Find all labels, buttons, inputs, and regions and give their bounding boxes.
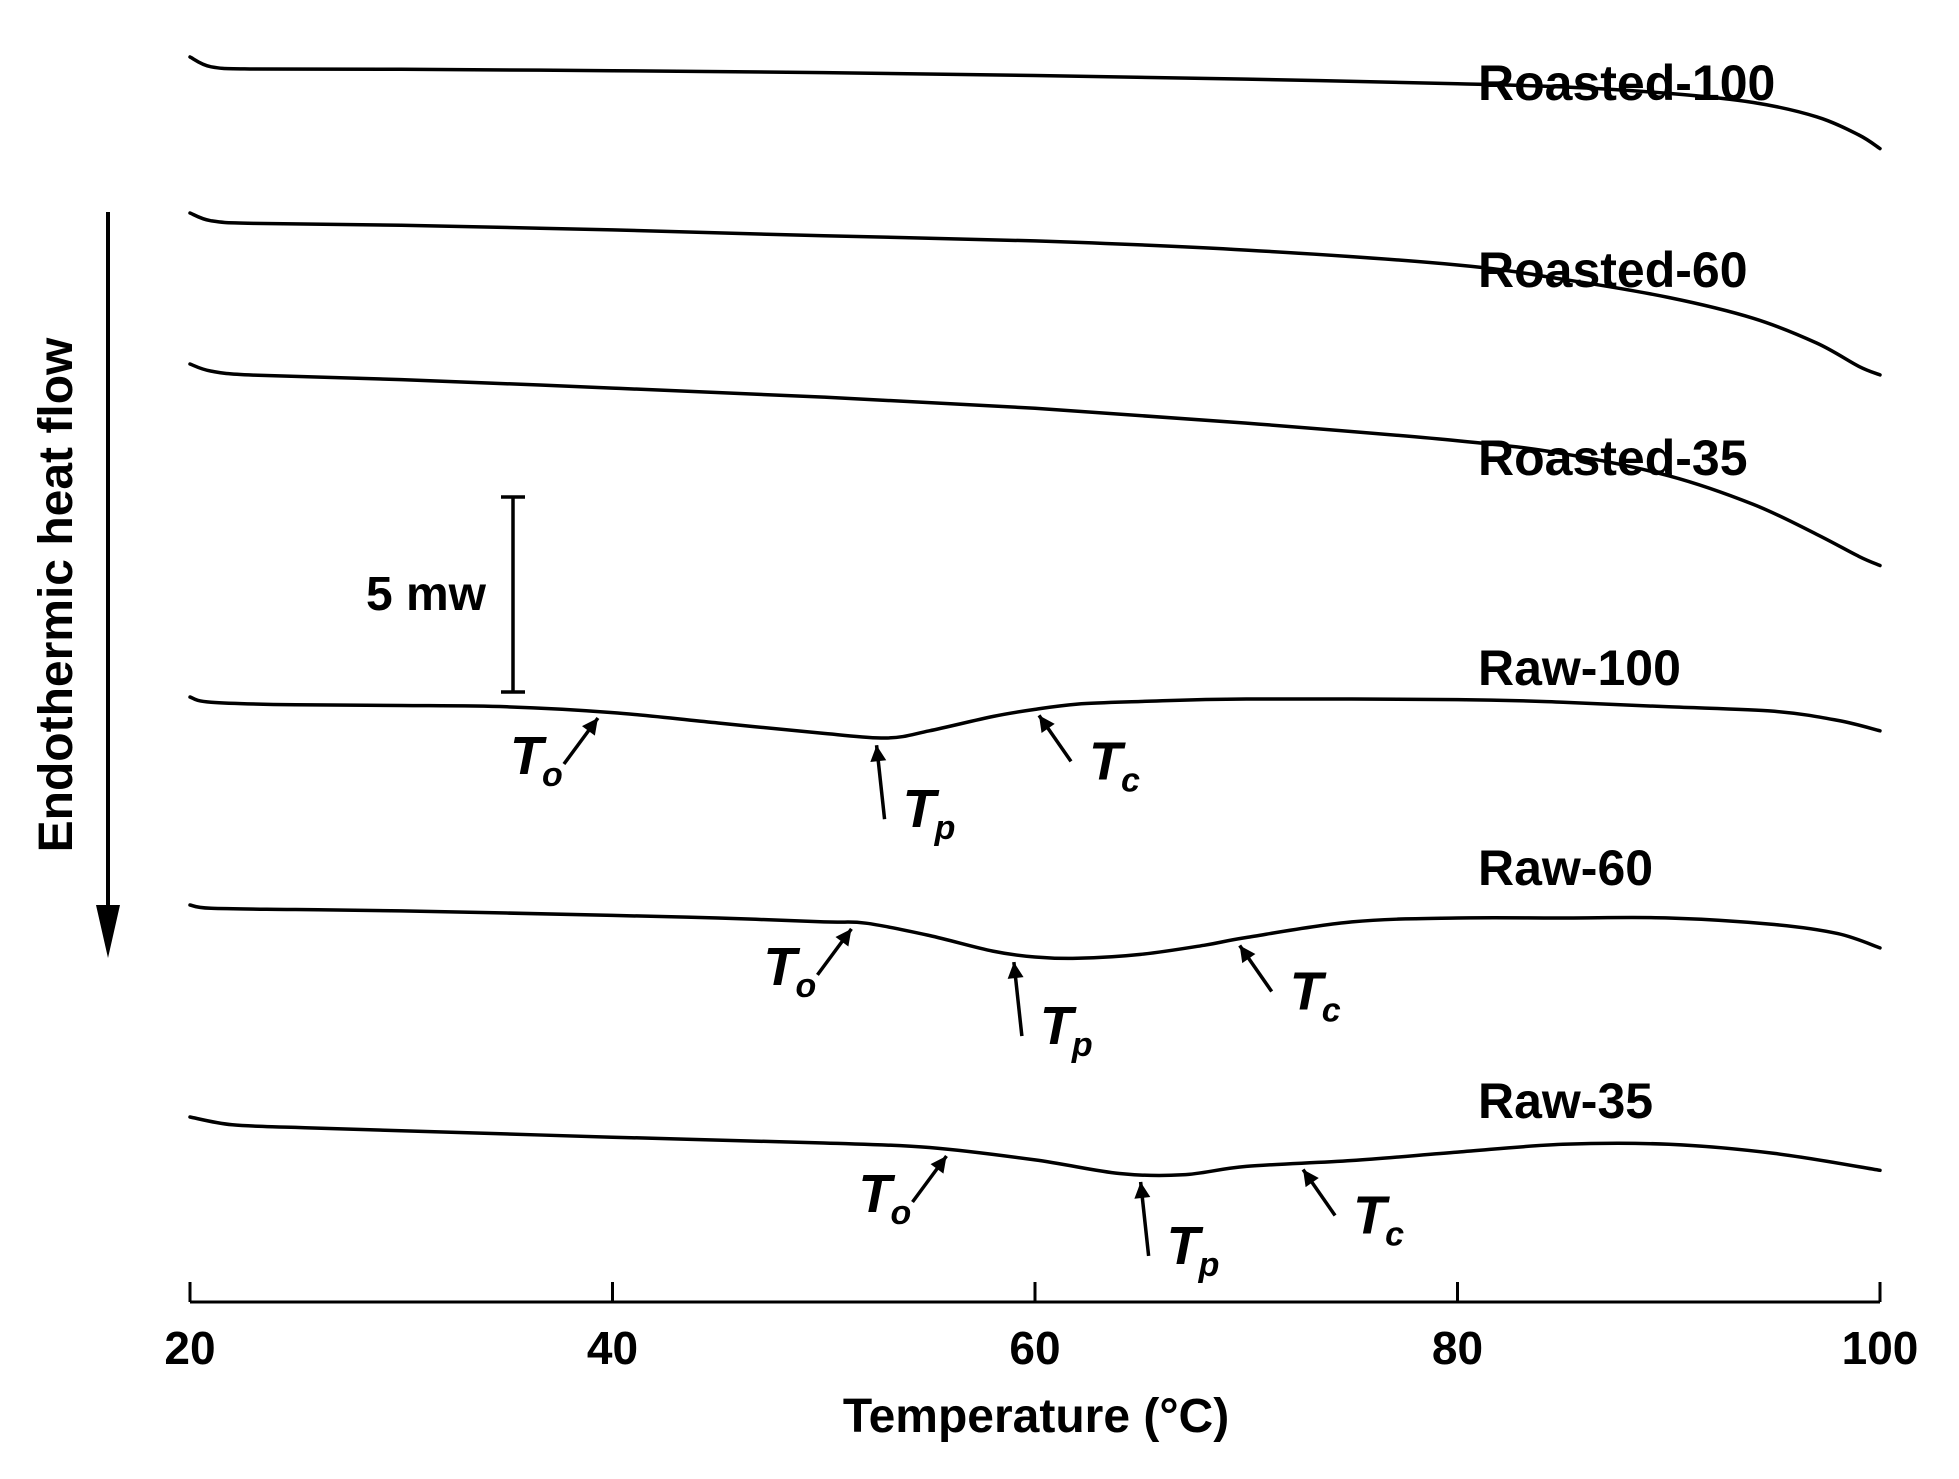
annotation-symbol: T xyxy=(1290,961,1327,1021)
series-roasted-35: Roasted-35 xyxy=(188,362,1882,568)
y-axis-arrow-head xyxy=(96,905,120,958)
x-tick-label-20: 20 xyxy=(164,1322,215,1374)
annotation-subscript: c xyxy=(1121,761,1140,799)
annotation-subscript: p xyxy=(1198,1246,1220,1284)
annotation-subscript: p xyxy=(1071,1026,1093,1064)
x-tick-label-80: 80 xyxy=(1432,1322,1483,1374)
curve-roasted-35 xyxy=(188,362,1882,568)
annotation-symbol: T xyxy=(1040,996,1077,1056)
curve-roasted-60 xyxy=(188,211,1882,377)
scale-bar: 5 mw xyxy=(366,495,525,694)
annotation-symbol: T xyxy=(903,779,940,839)
series-label-roasted-60: Roasted-60 xyxy=(1478,242,1748,298)
curve-raw-60 xyxy=(188,903,1882,961)
annotation-arrowhead xyxy=(930,1156,947,1174)
x-tick-label-100: 100 xyxy=(1842,1322,1919,1374)
x-axis-title: Temperature (°C) xyxy=(843,1390,1229,1443)
annotation-subscript: o xyxy=(542,756,563,794)
annotation-arrowhead xyxy=(1303,1169,1319,1188)
series-label-roasted-35: Roasted-35 xyxy=(1478,430,1748,486)
series-roasted-100: Roasted-100 xyxy=(188,55,1882,151)
series-label-roasted-100: Roasted-100 xyxy=(1478,55,1775,111)
annotation-symbol: T xyxy=(1353,1185,1390,1245)
curve-raw-100 xyxy=(188,695,1882,740)
annotation-symbol: T xyxy=(1167,1216,1204,1276)
annotation-arrowhead xyxy=(1134,1181,1151,1199)
series-roasted-60: Roasted-60 xyxy=(188,211,1882,377)
annotation-symbol: T xyxy=(510,726,547,786)
annotation-arrowhead xyxy=(1039,715,1055,734)
x-tick-label-40: 40 xyxy=(587,1322,638,1374)
curve-roasted-100 xyxy=(188,55,1882,151)
y-axis-group: Endothermic heat flow xyxy=(30,212,120,958)
series-label-raw-35: Raw-35 xyxy=(1478,1073,1653,1129)
series-label-raw-100: Raw-100 xyxy=(1478,640,1681,696)
x-tick-label-60: 60 xyxy=(1009,1322,1060,1374)
annotation-symbol: T xyxy=(859,1164,896,1224)
annotation-subscript: o xyxy=(795,967,816,1005)
annotation-arrowhead xyxy=(581,718,598,736)
annotation-symbol: T xyxy=(763,937,800,997)
annotation-subscript: c xyxy=(1385,1215,1404,1253)
curve-raw-35 xyxy=(188,1115,1882,1178)
annotation-arrowhead xyxy=(1007,962,1024,979)
annotation-subscript: o xyxy=(891,1194,912,1232)
annotation-arrowhead xyxy=(835,928,852,947)
annotation-arrowhead xyxy=(1239,945,1256,964)
annotation-arrowhead xyxy=(870,745,887,762)
series-label-raw-60: Raw-60 xyxy=(1478,840,1653,896)
annotation-subscript: p xyxy=(934,809,956,847)
annotation-symbol: T xyxy=(1089,731,1126,791)
scale-bar-label: 5 mw xyxy=(366,568,487,621)
annotation-subscript: c xyxy=(1322,991,1341,1029)
x-axis: Temperature (°C) 20 40 60 80 100 xyxy=(164,1282,1918,1443)
y-axis-title: Endothermic heat flow xyxy=(30,337,83,852)
